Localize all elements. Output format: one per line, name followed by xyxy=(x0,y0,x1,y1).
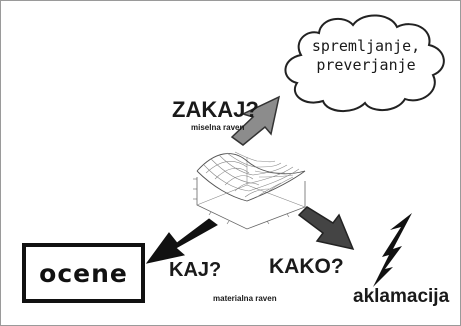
materialna-raven-label: materialna raven xyxy=(213,294,277,303)
cloud-label: spremljanje, preverjanje xyxy=(301,37,431,75)
arrow-zakaj xyxy=(230,95,281,146)
zakaj-label: ZAKAJ? xyxy=(172,97,259,122)
aklamacija-label: aklamacija xyxy=(353,286,450,307)
miselna-raven-label: miselna raven xyxy=(191,123,245,132)
kako-label: KAKO? xyxy=(269,255,344,278)
cloud-line-1: spremljanje, xyxy=(311,37,421,55)
arrow-kaj xyxy=(145,218,218,264)
arrow-kako xyxy=(297,206,355,251)
cloud-line-2: preverjanje xyxy=(316,56,416,74)
thought-cloud xyxy=(284,14,445,112)
lightning-icon xyxy=(373,213,412,287)
kaj-label: KAJ? xyxy=(169,259,222,281)
ocene-label: ocene xyxy=(39,258,128,288)
3d-surface-plot-icon xyxy=(193,151,306,230)
ocene-box: ocene xyxy=(22,243,145,303)
